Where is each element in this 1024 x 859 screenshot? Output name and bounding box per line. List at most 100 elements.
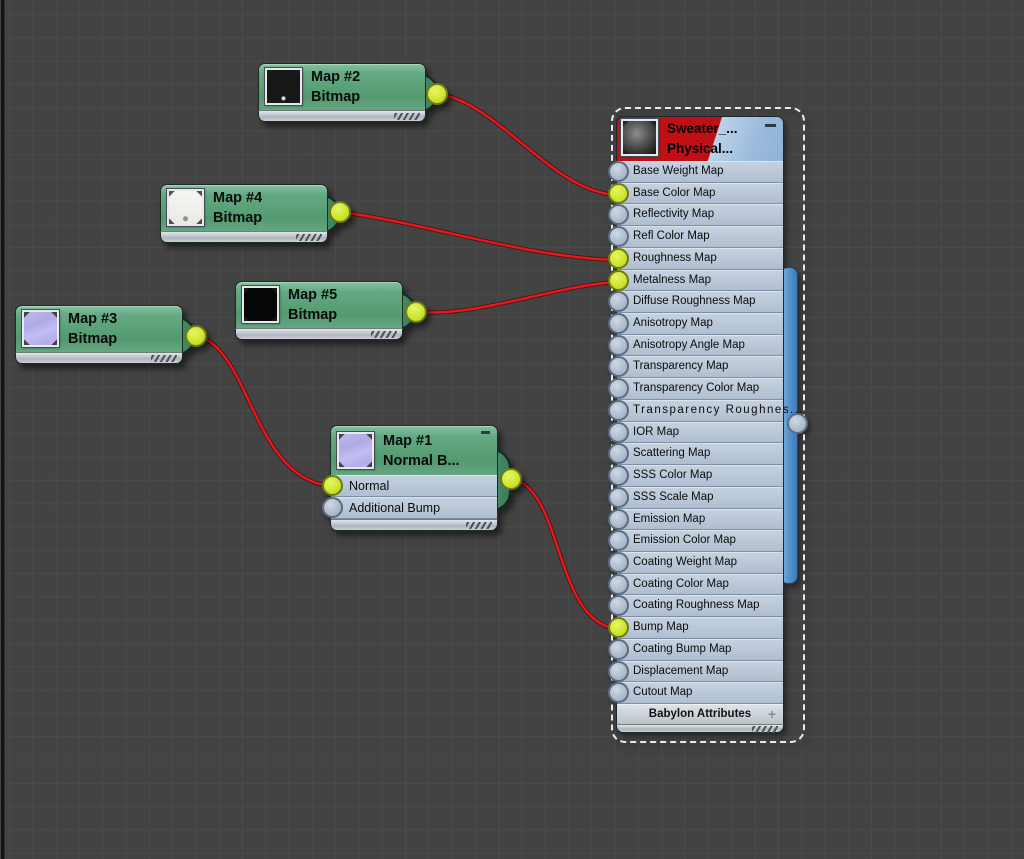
resize-grip-icon[interactable] xyxy=(394,113,420,120)
input-socket[interactable] xyxy=(608,595,629,617)
resize-grip-icon[interactable] xyxy=(752,725,778,733)
node-map3-bitmap[interactable]: Map #3 Bitmap xyxy=(15,305,207,364)
bitmap-thumbnail[interactable] xyxy=(242,286,279,323)
material-slot-row[interactable]: Anisotropy Angle Map xyxy=(608,334,784,357)
input-socket[interactable] xyxy=(608,161,629,182)
bitmap-thumbnail[interactable] xyxy=(265,68,302,105)
material-slot-row[interactable]: Base Weight Map xyxy=(608,161,784,183)
slot-label: Scattering Map xyxy=(633,447,711,460)
resize-grip-icon[interactable] xyxy=(151,355,177,362)
material-slot-row[interactable]: Coating Weight Map xyxy=(608,551,784,574)
material-header[interactable]: Sweater_... Physical... xyxy=(616,116,784,161)
node-map5-bitmap[interactable]: Map #5 Bitmap xyxy=(235,281,427,340)
minimize-icon[interactable] xyxy=(765,124,776,127)
material-name: Sweater_... xyxy=(667,121,738,136)
material-slot-row[interactable]: Coating Color Map xyxy=(608,573,784,596)
material-preview-thumbnail[interactable] xyxy=(621,119,658,156)
node-footer-strip xyxy=(616,723,784,733)
bitmap-thumbnail[interactable] xyxy=(337,432,374,469)
material-slot-row[interactable]: Cutout Map xyxy=(608,682,784,704)
wire-map5-to-metalness-map[interactable] xyxy=(415,280,619,314)
input-socket[interactable] xyxy=(608,182,629,204)
input-socket[interactable] xyxy=(608,486,629,508)
input-socket[interactable] xyxy=(608,465,629,487)
material-slot-row[interactable]: Transparency Roughnes... xyxy=(608,399,803,422)
input-socket[interactable] xyxy=(608,443,629,465)
material-slot-row[interactable]: SSS Scale Map xyxy=(608,486,784,509)
bitmap-thumbnail[interactable] xyxy=(167,189,204,226)
material-slot-row[interactable]: SSS Color Map xyxy=(608,465,784,487)
slot-label: IOR Map xyxy=(633,425,680,438)
material-slot-row[interactable]: Transparency Map xyxy=(608,356,784,379)
input-socket[interactable] xyxy=(608,204,629,226)
material-slot-row[interactable]: Displacement Map xyxy=(608,660,784,683)
node-header[interactable]: Map #4 Bitmap xyxy=(160,184,328,231)
material-slot-row[interactable]: Bump Map xyxy=(608,617,784,639)
material-slot-row[interactable]: Roughness Map xyxy=(608,247,784,270)
input-socket[interactable] xyxy=(608,247,629,269)
input-socket[interactable] xyxy=(608,617,629,639)
node-header[interactable]: Map #5 Bitmap xyxy=(235,281,403,328)
input-socket[interactable] xyxy=(608,356,629,378)
slot-label: Roughness Map xyxy=(633,251,717,264)
material-slot-row[interactable]: Scattering Map xyxy=(608,443,784,466)
node-map2-bitmap[interactable]: Map #2 Bitmap xyxy=(258,63,448,122)
input-socket[interactable] xyxy=(608,573,629,595)
input-socket[interactable] xyxy=(608,291,629,313)
input-socket[interactable] xyxy=(608,269,629,291)
input-socket[interactable] xyxy=(608,551,629,573)
material-slot-row[interactable]: Anisotropy Map xyxy=(608,313,784,335)
material-output-socket[interactable] xyxy=(787,413,808,434)
material-slot-row[interactable]: Emission Map xyxy=(608,508,784,531)
output-socket[interactable] xyxy=(426,83,448,105)
resize-grip-icon[interactable] xyxy=(296,234,322,241)
material-slot-row[interactable]: Refl Color Map xyxy=(608,226,784,248)
wire-map4-to-roughness-map[interactable] xyxy=(340,210,619,262)
input-socket[interactable] xyxy=(322,475,343,496)
output-socket[interactable] xyxy=(500,468,522,490)
input-socket[interactable] xyxy=(322,497,343,518)
node-map1-normal-bump[interactable]: Map #1 Normal B... Normal Additional Bum… xyxy=(322,425,522,531)
input-socket[interactable] xyxy=(608,313,629,335)
material-slot-row[interactable]: Base Color Map xyxy=(608,182,784,205)
material-slot-row[interactable]: IOR Map xyxy=(608,421,784,444)
material-slot-row[interactable]: Reflectivity Map xyxy=(608,204,784,227)
material-slot-row[interactable]: Coating Roughness Map xyxy=(608,595,784,618)
resize-grip-icon[interactable] xyxy=(371,331,397,338)
input-socket[interactable] xyxy=(608,226,629,248)
node-header[interactable]: Map #3 Bitmap xyxy=(15,305,183,352)
node-header[interactable]: Map #2 Bitmap xyxy=(258,63,426,110)
material-slot-row[interactable]: Diffuse Roughness Map xyxy=(608,291,784,314)
resize-grip-icon[interactable] xyxy=(466,522,492,529)
output-socket[interactable] xyxy=(329,201,351,223)
wire-map3-to-normal-input[interactable] xyxy=(195,334,331,488)
material-slot-row[interactable]: Coating Bump Map xyxy=(608,638,784,661)
input-socket[interactable] xyxy=(608,530,629,552)
input-socket[interactable] xyxy=(608,660,629,682)
input-socket[interactable] xyxy=(608,508,629,530)
input-socket[interactable] xyxy=(608,334,629,356)
output-socket[interactable] xyxy=(185,325,207,347)
input-socket[interactable] xyxy=(608,638,629,660)
input-socket[interactable] xyxy=(608,682,629,704)
input-socket[interactable] xyxy=(608,378,629,400)
input-socket[interactable] xyxy=(608,421,629,443)
node-header[interactable]: Map #1 Normal B... xyxy=(330,425,498,475)
add-attribute-icon[interactable]: + xyxy=(767,705,776,722)
slot-label: Transparency Roughnes... xyxy=(633,403,805,416)
wire-map1-to-bump-map[interactable] xyxy=(510,477,619,631)
output-socket[interactable] xyxy=(405,301,427,323)
node-sweater-physical-material[interactable]: Sweater_... Physical... Base Weight Map … xyxy=(608,107,808,743)
babylon-attributes-bar[interactable]: Babylon Attributes + xyxy=(616,703,784,724)
input-slot-row[interactable]: Normal xyxy=(322,475,498,497)
wire-map2-to-base-color-map[interactable] xyxy=(437,92,619,197)
material-slot-row[interactable]: Emission Color Map xyxy=(608,530,784,552)
input-slot-row[interactable]: Additional Bump xyxy=(322,497,498,519)
node-map4-bitmap[interactable]: Map #4 Bitmap xyxy=(160,184,351,243)
input-socket[interactable] xyxy=(608,399,629,421)
minimize-icon[interactable] xyxy=(481,431,490,434)
bitmap-thumbnail[interactable] xyxy=(22,310,59,347)
material-slot-row[interactable]: Metalness Map xyxy=(608,269,784,292)
material-slot-row[interactable]: Transparency Color Map xyxy=(608,378,784,400)
